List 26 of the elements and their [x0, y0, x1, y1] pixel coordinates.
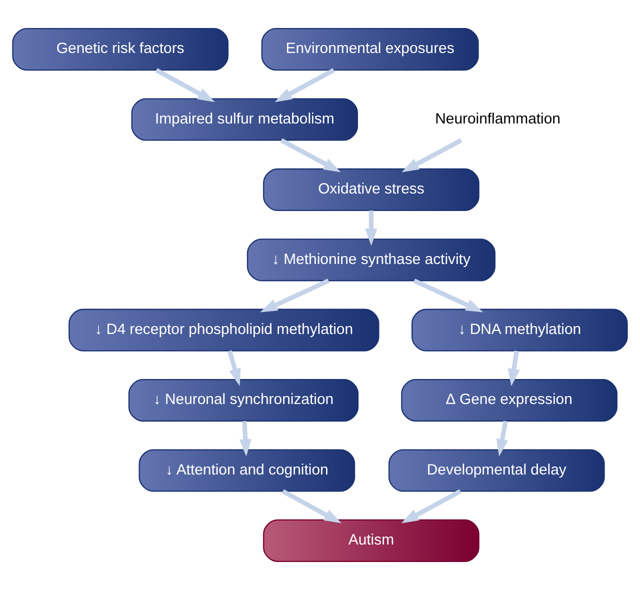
arrow: [239, 420, 252, 456]
node-box: ↓ Attention and cognition: [138, 449, 356, 492]
arrow: [496, 420, 508, 456]
node-box: ↓ DNA methylation: [411, 308, 628, 352]
node-text: Neuroinflammation: [435, 110, 560, 128]
arrow: [401, 489, 462, 524]
node-box: Autism: [263, 519, 480, 562]
arrow: [280, 138, 341, 172]
node-box: Genetic risk factors: [12, 28, 229, 71]
arrow: [402, 138, 462, 172]
node-box: ↓ D4 receptor phospholipid methylation: [68, 308, 380, 352]
arrow: [365, 210, 378, 246]
node-box: Oxidative stress: [263, 168, 480, 211]
node-box: ↓ Neuronal synchronization: [128, 379, 359, 422]
arrow: [260, 278, 330, 312]
node-box: Environmental exposures: [261, 28, 479, 71]
arrow: [508, 350, 520, 386]
arrow: [227, 350, 241, 386]
node-box: Impaired sulfur metabolism: [131, 98, 358, 141]
arrow: [274, 68, 335, 102]
arrow: [155, 68, 215, 102]
arrow: [282, 489, 342, 524]
node-box: Developmental delay: [388, 449, 605, 492]
arrow: [413, 278, 484, 312]
node-box: ↓ Methionine synthase activity: [246, 238, 496, 282]
node-box: ∆ Gene expression: [401, 379, 618, 422]
